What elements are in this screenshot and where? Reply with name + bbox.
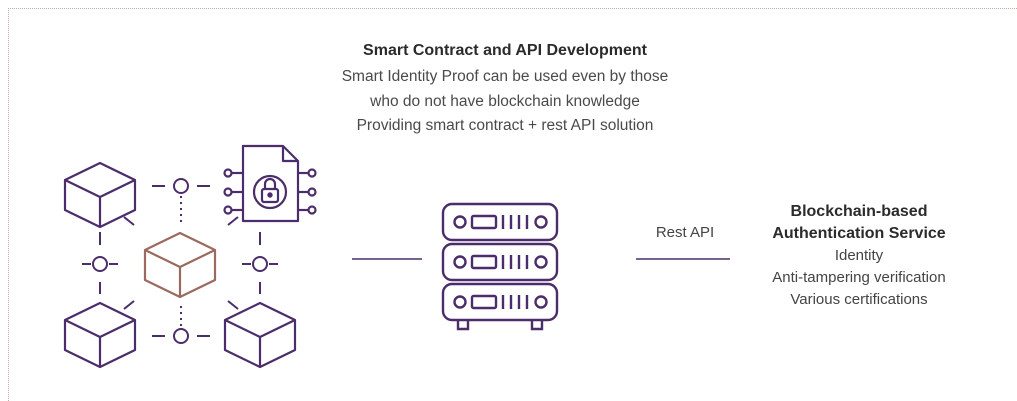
header-title: Smart Contract and API Development [363, 42, 647, 59]
header-line: who do not have blockchain knowledge [370, 92, 640, 110]
header-description: Smart Identity Proof can be used even by… [280, 65, 730, 139]
node-circle [252, 256, 268, 272]
node-circle [173, 328, 189, 344]
node-circle [173, 178, 189, 194]
server-unit [441, 242, 559, 282]
diagonal-dash [227, 300, 239, 310]
diagonal-dash [123, 216, 135, 226]
header: Smart Contract and API Development Smart… [280, 40, 730, 139]
frame-top-border [8, 8, 1017, 9]
service-item: Anti-tampering verification [772, 269, 946, 286]
rest-api-label: Rest API [655, 224, 715, 241]
diagonal-dash [227, 216, 239, 226]
service-item: Various certifications [790, 291, 928, 308]
header-line: Smart Identity Proof can be used even by… [341, 68, 669, 85]
cube-bottom-right-icon [223, 301, 297, 369]
service-title-line: Authentication Service [772, 225, 946, 242]
blockchain-network-icon [63, 161, 297, 369]
frame-left-border [8, 8, 9, 401]
service-panel: Blockchain-based Authentication Service … [744, 201, 974, 311]
diagonal-dash [123, 300, 135, 310]
cube-center-icon [143, 231, 217, 299]
node-circle [92, 256, 108, 272]
cube-bottom-left-icon [63, 301, 137, 369]
server-unit [441, 282, 559, 322]
locked-document-icon [223, 144, 317, 223]
server-stack-icon [441, 202, 559, 331]
header-line: Providing smart contract + rest API solu… [356, 117, 654, 134]
service-title-line: Blockchain-based [790, 203, 928, 220]
service-item: Identity [834, 247, 884, 264]
server-unit [441, 202, 559, 242]
